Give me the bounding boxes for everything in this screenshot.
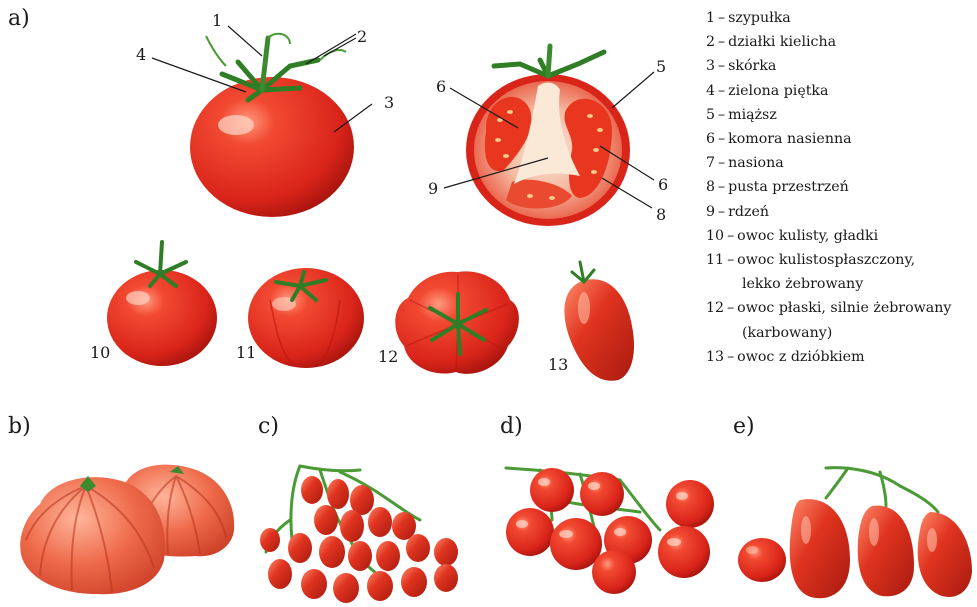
legend-item: 4–zielona piętka — [706, 79, 971, 103]
whole-tomato-highlight — [218, 115, 254, 135]
legend-item-text: szypułka — [728, 6, 791, 30]
photo-d-cherry-cluster — [506, 468, 714, 594]
legend-item-text: komora nasienna — [728, 127, 851, 151]
legend-item: 10–owoc kulisty, gładki — [706, 224, 971, 248]
photo-c-cherry-plum-cluster — [260, 466, 458, 603]
legend-item: 9–rdzeń — [706, 200, 971, 224]
legend-item-number: 7 — [706, 151, 715, 175]
whole-tomato-body — [190, 77, 354, 217]
legend-item-number: 11 — [706, 248, 724, 272]
legend-item-number: 12 — [706, 296, 724, 320]
callout-8: 8 — [656, 205, 666, 224]
cut-tomato — [466, 46, 630, 226]
legend-item-number: 6 — [706, 127, 715, 151]
tomato-shape-10-round-smooth — [107, 242, 217, 366]
legend-item-text: pusta przestrzeń — [728, 175, 849, 199]
legend-item-number: 1 — [706, 6, 715, 30]
legend-item-text: nasiona — [728, 151, 784, 175]
legend-item-text: owoc kulistospłaszczony, — [737, 248, 915, 272]
legend-item-text: owoc z dzióbkiem — [737, 345, 864, 369]
plum-fruits — [738, 499, 972, 598]
legend-item-text: skórka — [728, 54, 776, 78]
tomato-shape-13-beaked — [564, 262, 634, 381]
legend-item-number: 5 — [706, 103, 715, 127]
legend-item: 2–działki kielicha — [706, 30, 971, 54]
legend-item: 6–komora nasienna — [706, 127, 971, 151]
legend-item: 7–nasiona — [706, 151, 971, 175]
legend-item: 12–owoc płaski, silnie żebrowany — [706, 296, 971, 320]
legend-item-text: rdzeń — [728, 200, 769, 224]
photo-e-plum-tomatoes — [738, 468, 972, 599]
callout-3: 3 — [384, 93, 394, 112]
legend-item-number: 4 — [706, 79, 715, 103]
callout-13: 13 — [548, 355, 568, 374]
cherry-fruits — [506, 468, 714, 594]
legend-item-text: zielona piętka — [728, 79, 828, 103]
legend-item-number: 3 — [706, 54, 715, 78]
callout-5: 5 — [656, 57, 666, 76]
legend-item-number: 9 — [706, 200, 715, 224]
legend-item-number: 8 — [706, 175, 715, 199]
legend-item-number: 2 — [706, 30, 715, 54]
callout-11: 11 — [236, 343, 256, 362]
legend-item: 3–skórka — [706, 54, 971, 78]
legend-item: 1–szypułka — [706, 6, 971, 30]
legend-item: 5–miąższ — [706, 103, 971, 127]
legend-item-continuation: (karbowany) — [706, 321, 971, 345]
legend-item-text: miąższ — [728, 103, 777, 127]
legend-item: 11–owoc kulistospłaszczony, — [706, 248, 971, 272]
callout-10: 10 — [90, 343, 110, 362]
photo-b-ribbed-tomatoes — [20, 465, 234, 595]
legend-item: 8–pusta przestrzeń — [706, 175, 971, 199]
legend-item-continuation: lekko żebrowany — [706, 272, 971, 296]
callout-1: 1 — [212, 11, 222, 30]
cut-tomato-stem — [548, 46, 550, 76]
callout-6-right: 6 — [658, 175, 668, 194]
legend-item-number: 13 — [706, 345, 724, 369]
callout-4: 4 — [136, 45, 146, 64]
callout-9: 9 — [428, 179, 438, 198]
callout-6-left: 6 — [436, 77, 446, 96]
legend-item: 13–owoc z dzióbkiem — [706, 345, 971, 369]
tomato-shape-12-flat-ribbed — [395, 271, 519, 373]
ribbed-tomato-front — [20, 476, 165, 594]
vine-e — [826, 468, 938, 512]
callout-12: 12 — [378, 347, 398, 366]
whole-tomato — [190, 34, 354, 217]
legend-item-text: działki kielicha — [728, 30, 836, 54]
callout-2: 2 — [357, 27, 367, 46]
tomato-shape-11-oblate-ribbed — [248, 268, 364, 368]
legend-item-number: 10 — [706, 224, 724, 248]
legend-item-text: owoc kulisty, gładki — [737, 224, 878, 248]
legend-item-text: owoc płaski, silnie żebrowany — [737, 296, 951, 320]
cherry-plum-fruits — [260, 476, 458, 603]
